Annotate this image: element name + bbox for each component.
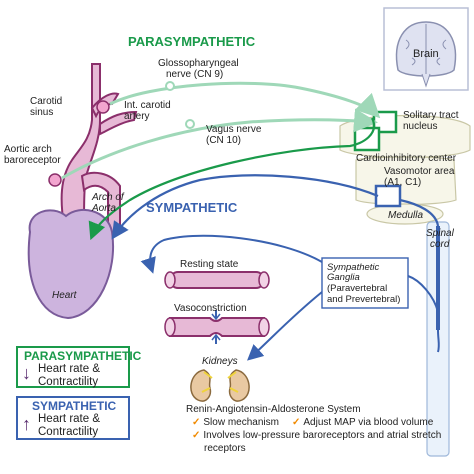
solitary-label-1: Solitary tract [403, 110, 459, 121]
raas-bullet-3: ✓Involves low-pressure baroreceptors and… [192, 430, 442, 441]
carotid-sinus-label-1: Carotid [30, 96, 62, 107]
vasoconstriction-label: Vasoconstriction [174, 303, 247, 314]
spinal-cord-label-2: cord [430, 239, 450, 250]
vagus-afferent-path [61, 108, 378, 180]
aorta-vessels [48, 63, 138, 233]
carotid-sinus-label-2: sinus [30, 107, 53, 118]
int-carotid-label-2: artery [124, 111, 150, 122]
arch-aorta-label-1: Arch of [91, 192, 125, 203]
parasympathetic-heading: PARASYMPATHETIC [128, 34, 256, 49]
heart-shape [27, 208, 115, 320]
kidneys-graphic [190, 369, 250, 402]
raas-bullet-3-cont: receptors [204, 443, 246, 454]
brain-inset: Brain [383, 7, 469, 91]
spinal-cord-label-1: Spinal [426, 228, 455, 239]
medulla-label: Medulla [388, 210, 423, 221]
vagus-efferent-path [88, 117, 375, 241]
ganglia-label-4: and Prevertebral) [327, 294, 400, 305]
sympathetic-ganglia-box [321, 257, 409, 309]
vasomotor-label-1: Vasomotor area [384, 166, 455, 177]
legend-sympathetic-line-1: Heart rate & [38, 413, 100, 425]
cardioinhibitory-label: Cardioinhibitory center [356, 153, 457, 164]
kidneys-label: Kidneys [202, 356, 238, 367]
vagus-ganglion [185, 119, 195, 129]
legend-parasympathetic-title: PARASYMPATHETIC [24, 349, 142, 363]
arch-aorta-label-2: Aorta [91, 203, 116, 214]
raas-bullet-1: ✓Slow mechanism [192, 417, 279, 428]
sympathetic-descending-path [399, 198, 440, 227]
sympathetic-kidney-path [247, 291, 323, 361]
raas-title: Renin-Angiotensin-Aldosterone System [186, 404, 361, 415]
legend-sympathetic: SYMPATHETIC ↑ Heart rate & Contractility [16, 396, 130, 440]
raas-bullet-2: ✓Adjust MAP via blood volume [292, 417, 434, 428]
glossopharyngeal-label-1: Glossopharyngeal [158, 58, 239, 69]
glossopharyngeal-label-2: nerve (CN 9) [166, 69, 223, 80]
check-icon: ✓ [192, 430, 201, 441]
ganglia-label-1: Sympathetic [327, 262, 380, 273]
heart-label: Heart [52, 290, 78, 301]
aortic-baro-label-2: baroreceptor [4, 155, 61, 166]
int-carotid-label-1: Int. carotid [124, 100, 171, 111]
check-icon: ✓ [192, 417, 201, 428]
aortic-baro-label-1: Aortic arch [4, 144, 52, 155]
vasomotor-label-2: (A1, C1) [384, 177, 421, 188]
sympathetic-heading: SYMPATHETIC [146, 200, 238, 215]
glossopharyngeal-nerve-path [109, 81, 381, 119]
ganglia-label-3: (Paravertebral [327, 283, 387, 294]
vagus-label-1: Vagus nerve [206, 124, 262, 135]
sympathetic-vessel-path [140, 234, 323, 274]
legend-parasympathetic-line-1: Heart rate & [38, 363, 100, 375]
constricted-vessel [164, 310, 270, 344]
vagus-label-2: (CN 10) [206, 135, 241, 146]
legend-sympathetic-line-2: Contractility [38, 426, 99, 438]
sympathetic-to-ganglia-path [407, 275, 439, 313]
check-icon: ✓ [292, 417, 301, 428]
sympathetic-heart-path [111, 174, 379, 240]
ganglia-label-2: Ganglia [327, 272, 360, 283]
brain-label: Brain [413, 48, 439, 60]
resting-vessel [164, 271, 270, 289]
spinal-cord [426, 221, 450, 457]
arrow-down-icon: ↓ [22, 363, 31, 383]
arrow-up-icon: ↑ [22, 414, 31, 434]
legend-parasympathetic-line-2: Contractility [38, 376, 99, 388]
legend-parasympathetic: PARASYMPATHETIC ↓ Heart rate & Contracti… [16, 346, 142, 388]
legend-sympathetic-title: SYMPATHETIC [32, 399, 117, 413]
resting-state-label: Resting state [180, 259, 239, 270]
solitary-label-2: nucleus [403, 121, 437, 132]
vasomotor-marker [374, 184, 402, 208]
glossopharyngeal-ganglion [165, 81, 175, 91]
